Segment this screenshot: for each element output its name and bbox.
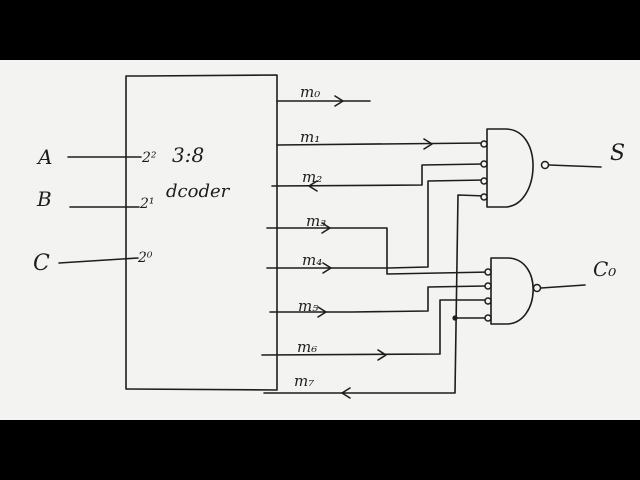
carry-gate-output-bubble — [532, 283, 542, 293]
carry-gate-inverted-input-2 — [484, 282, 492, 290]
input-label-a: A — [36, 145, 52, 169]
decoder-name-label: dcoder — [166, 181, 231, 202]
arrow-m5 — [317, 306, 327, 318]
arrow-m7 — [341, 387, 351, 399]
carry-gate-inverted-input-3 — [484, 297, 492, 305]
sum-output-label: S — [610, 141, 625, 166]
sum-gate-inverted-input-3 — [480, 177, 488, 185]
minterm-label-7: m₇ — [294, 372, 314, 390]
minterm-wire-1 — [276, 142, 485, 146]
sum-output-wire — [548, 164, 602, 168]
junction-dot — [452, 315, 458, 321]
minterm-wire-6 — [261, 299, 487, 356]
decoder-block — [125, 74, 278, 391]
minterm-label-4: m₄ — [302, 251, 322, 269]
arrow-m3 — [321, 222, 331, 234]
arrow-m4 — [322, 262, 332, 274]
select-label-0: 2⁰ — [137, 250, 153, 266]
input-label-b: B — [36, 187, 52, 211]
carry-output-label: C₀ — [593, 257, 616, 281]
carry-gate-inverted-input-4 — [484, 314, 492, 322]
decoder-size-label: 3:8 — [172, 143, 204, 167]
input-wire-c — [58, 257, 139, 264]
minterm-label-3: m₃ — [306, 212, 326, 230]
carry-gate-inverted-input-1 — [484, 268, 492, 276]
sum-gate-inverted-input-4 — [480, 193, 488, 201]
minterm-label-5: m₅ — [298, 297, 318, 315]
arrow-m0 — [334, 95, 344, 107]
paper-background — [0, 60, 640, 420]
arrow-m2 — [308, 180, 318, 192]
minterm-wire-7 — [263, 194, 487, 394]
arrow-m6 — [377, 349, 387, 361]
minterm-label-6: m₆ — [297, 338, 317, 356]
minterm-wire-2 — [271, 163, 485, 187]
minterm-wire-3 — [266, 227, 492, 275]
sum-gate-inverted-input-1 — [480, 140, 488, 148]
minterm-wire-4 — [266, 179, 486, 269]
minterm-label-0: m₀ — [300, 83, 320, 101]
minterm-label-1: m₁ — [300, 128, 320, 146]
sum-gate-inverted-input-2 — [480, 160, 488, 168]
select-label-2: 2² — [141, 150, 157, 166]
input-label-c: C — [33, 251, 50, 276]
arrow-m1 — [423, 138, 433, 150]
sum-gate-output-bubble — [540, 160, 550, 170]
carry-nand-gate — [490, 257, 534, 325]
carry-output-wire — [540, 284, 586, 289]
select-label-1: 2¹ — [139, 196, 155, 212]
sum-nand-gate — [486, 128, 534, 208]
